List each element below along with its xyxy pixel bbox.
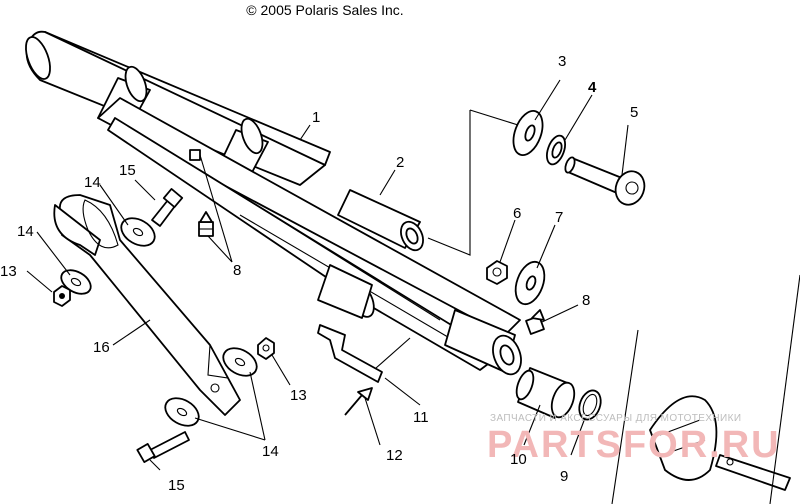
swing-arm-part-1 xyxy=(25,30,522,376)
nut-part-13-left xyxy=(53,285,71,307)
callout-15-bottom: 15 xyxy=(168,477,185,494)
callout-6: 6 xyxy=(513,205,521,222)
callout-2: 2 xyxy=(396,154,404,171)
washer-part-14-left xyxy=(60,269,92,295)
bolt-part-15-top xyxy=(151,188,184,227)
bushing-part-2 xyxy=(337,189,424,252)
bolt-part-15-bottom xyxy=(136,431,190,463)
bracket-part-11 xyxy=(317,324,383,383)
callout-13-left: 13 xyxy=(0,263,17,280)
callout-7: 7 xyxy=(555,209,563,226)
watermark-brand: PARTSFOR.RU xyxy=(487,424,781,466)
callout-13-right: 13 xyxy=(290,387,307,404)
callout-15-top: 15 xyxy=(119,162,136,179)
callout-10: 10 xyxy=(510,451,527,468)
callout-14-left: 14 xyxy=(17,223,34,240)
copyright-notice: © 2005 Polaris Sales Inc. xyxy=(246,2,403,18)
callout-14-bottom: 14 xyxy=(262,443,279,460)
callout-4: 4 xyxy=(588,79,597,96)
callout-14-top: 14 xyxy=(84,174,101,191)
callout-5: 5 xyxy=(630,104,638,121)
leader-lines xyxy=(26,79,800,504)
callout-9: 9 xyxy=(560,468,568,485)
hub-assembly xyxy=(649,395,791,491)
washer-part-14-top xyxy=(120,217,156,247)
nut-part-13-right xyxy=(257,337,275,360)
callout-8-right: 8 xyxy=(582,292,590,309)
callout-16: 16 xyxy=(93,339,110,356)
watermark: ЗАПЧАСТИ И АКСЕССУАРЫ ДЛЯ МОТОТЕХНИКИ PA… xyxy=(487,413,781,466)
callout-labels: 1 2 3 4 5 6 7 8 8 9 10 11 12 13 13 14 14… xyxy=(0,53,638,494)
washer-part-14-bottom xyxy=(164,397,200,427)
washer-part-14-mid xyxy=(222,347,258,377)
callout-12: 12 xyxy=(386,447,403,464)
bushing-part-10 xyxy=(515,367,576,419)
callout-3: 3 xyxy=(558,53,566,70)
link-arm-part-16 xyxy=(53,194,241,416)
pivot-bolt-part-5 xyxy=(564,156,646,206)
watermark-tagline: ЗАПЧАСТИ И АКСЕССУАРЫ ДЛЯ МОТОТЕХНИКИ xyxy=(490,413,741,424)
washer-part-7 xyxy=(514,260,546,306)
callout-1: 1 xyxy=(312,109,320,126)
ring-part-4 xyxy=(545,134,567,166)
grease-fitting-part-8-left xyxy=(198,211,214,237)
rivet-part-12 xyxy=(344,387,373,416)
callout-11: 11 xyxy=(413,409,429,426)
washer-part-3 xyxy=(512,110,544,156)
grease-fitting-part-8-right xyxy=(525,309,545,335)
callout-8-left: 8 xyxy=(233,262,241,279)
nut-part-6 xyxy=(486,260,508,285)
